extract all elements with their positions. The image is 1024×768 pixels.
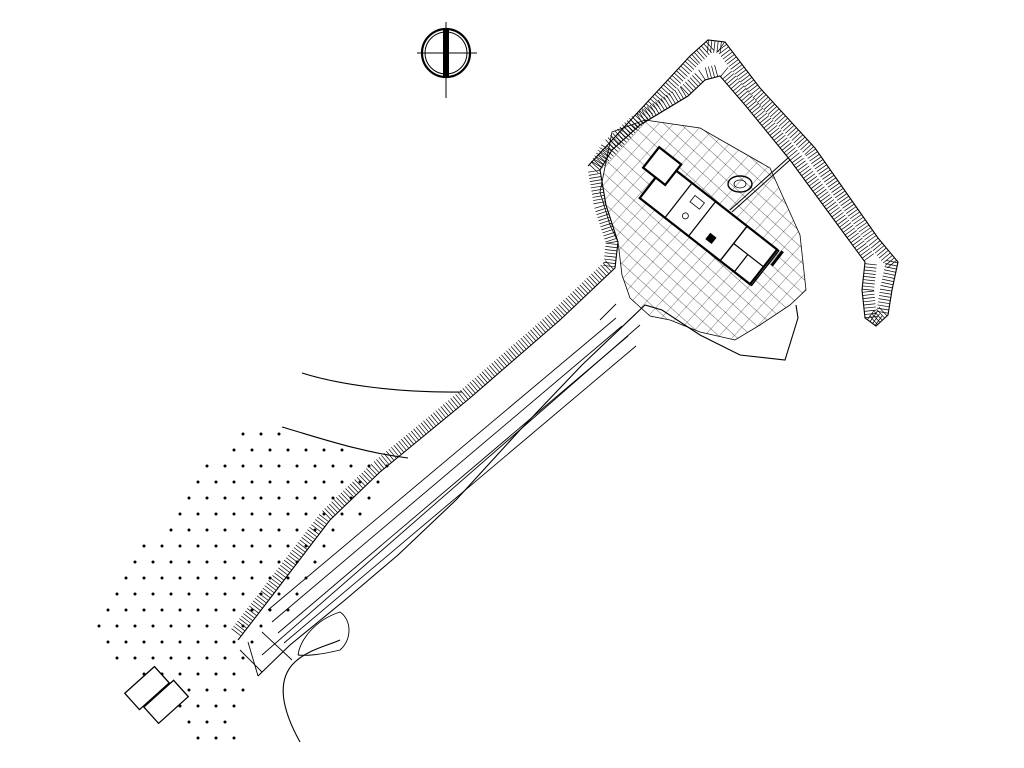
embankment-hachures [231, 40, 898, 637]
access-road [239, 303, 641, 677]
building-floor-plan [638, 145, 791, 287]
north-arrow-icon [417, 22, 477, 98]
dotted-field [97, 432, 389, 740]
existing-building [123, 665, 190, 725]
topographic-lines [281, 372, 463, 743]
